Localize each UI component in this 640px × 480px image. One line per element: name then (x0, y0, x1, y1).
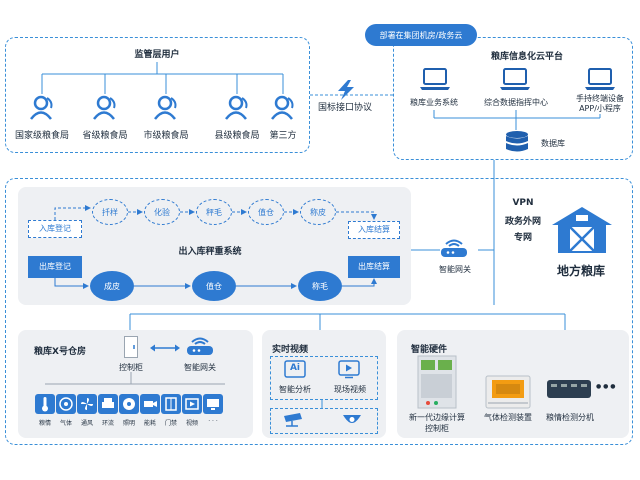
out-step-gross: 称毛 (298, 271, 342, 301)
edge-cabinet-image (417, 355, 457, 409)
warehouse-gateway-label: 智能网关 (184, 363, 216, 372)
hardware-label-edge: 新一代边缘计算 (409, 413, 465, 422)
sensor-label: 照明 (122, 420, 136, 427)
video-icon (185, 398, 199, 410)
camera-icon (144, 401, 157, 407)
fan-icon (81, 398, 93, 410)
sensor-label: 通风 (80, 420, 94, 427)
local-granary-panel (5, 178, 633, 445)
gas-detector-image (485, 375, 531, 409)
video-item-analysis: 智能分析 (279, 385, 311, 394)
barn-icon (552, 207, 612, 253)
disc-icon (123, 398, 135, 410)
bullet-camera-icon (284, 413, 302, 427)
cloud-platform-panel (393, 37, 633, 160)
smart-gateway-label: 智能网关 (439, 265, 471, 274)
in-step-sampling: 扦样 (92, 199, 128, 225)
hardware-label-edge-line2: 控制柜 (425, 424, 449, 433)
user-label-city: 市级粮食局 (143, 131, 189, 141)
granary-label: 地方粮库 (556, 264, 606, 278)
user-icon (30, 95, 53, 120)
sensor-label: 气体 (59, 420, 73, 427)
deploy-tag-label: 部署在集团机房/政务云 (379, 31, 463, 40)
camera-frame (270, 408, 378, 434)
out-step-tare: 成皮 (90, 271, 134, 301)
in-register-box: 入库登记 (28, 220, 82, 238)
regulator-panel (5, 37, 310, 153)
sensor-label: 环流 (101, 420, 115, 427)
warehouse-title: 粮库X号仓房 (34, 347, 86, 357)
laptop-icon (500, 68, 530, 90)
system-label-handheld-app: APP/小程序 (579, 104, 621, 113)
hardware-label-gas: 气体检测装置 (484, 413, 532, 422)
printer-icon (102, 398, 114, 408)
ai-icon: Ai (289, 363, 301, 373)
control-cabinet-icon (124, 336, 138, 358)
user-label-third-party: 第三方 (269, 131, 297, 141)
user-icon (225, 95, 248, 120)
gas-icon (59, 397, 73, 411)
user-label-national: 国家级粮食局 (14, 131, 70, 141)
weighing-title: 出入库秤重系统 (178, 247, 242, 257)
video-item-live: 现场视频 (334, 385, 366, 394)
laptop-icon (420, 68, 450, 90)
video-title: 实时视频 (272, 345, 309, 355)
out-settle-box: 出库结算 (348, 256, 400, 278)
system-label-handheld: 手持终端设备 (576, 94, 624, 103)
video-panel (262, 330, 386, 438)
protocol-label: 国标接口协议 (317, 103, 373, 113)
in-settle-label: 入库结算 (358, 225, 390, 234)
sensor-label: 能耗 (143, 420, 157, 427)
laptop-icon (585, 68, 615, 90)
hardware-title: 智能硬件 (411, 345, 448, 355)
in-step-tare: 称皮 (300, 199, 336, 225)
out-register-box: 出库登记 (28, 256, 82, 278)
user-icon (93, 95, 116, 120)
video-play-icon (338, 360, 360, 379)
in-step-gross: 秤毛 (196, 199, 232, 225)
user-icon (154, 95, 177, 120)
ai-icon-frame (284, 360, 306, 378)
regulator-title: 监管层用户 (134, 50, 180, 60)
router-icon (441, 239, 467, 257)
user-icon (271, 95, 294, 120)
thermometer-icon (42, 397, 48, 412)
ventilation-icon (77, 394, 97, 414)
database-label: 数据库 (541, 139, 565, 148)
out-settle-label: 出库结算 (358, 262, 390, 271)
in-step-test: 化验 (144, 199, 180, 225)
user-label-county: 县级粮食局 (214, 131, 260, 141)
system-label-command: 综合数据指挥中心 (484, 98, 548, 107)
user-label-province: 省级粮食局 (82, 131, 128, 141)
grain-detector-image (547, 380, 591, 398)
cloud-platform-title: 粮库信息化云平台 (490, 52, 564, 62)
video-items-frame (270, 356, 378, 400)
sensor-label: 粮情 (38, 420, 52, 427)
sensor-label: 视频 (185, 420, 199, 427)
lightning-icon (338, 80, 354, 100)
door-icon (165, 397, 177, 411)
hardware-more-dots: ● ● ● (596, 383, 616, 390)
in-settle-box: 入库结算 (348, 221, 400, 239)
database-icon (506, 131, 528, 152)
cabinet-label: 控制柜 (119, 363, 143, 372)
double-arrow-icon (150, 344, 180, 352)
in-step-warehouse: 值仓 (248, 199, 284, 225)
router-icon (187, 337, 213, 355)
in-register-label: 入库登记 (39, 224, 71, 233)
deploy-tag (365, 24, 477, 46)
network-label-private: 专网 (513, 233, 533, 243)
out-step-warehouse: 值仓 (192, 271, 236, 301)
monitor-icon (207, 399, 219, 410)
network-label-vpn: VPN (512, 198, 534, 208)
network-label-gov: 政务外网 (504, 217, 542, 227)
out-register-label: 出库登记 (39, 262, 71, 271)
sensor-label: · · · (208, 418, 218, 425)
sensor-label: 门禁 (164, 420, 178, 427)
system-label-business: 粮库业务系统 (410, 98, 458, 107)
dome-camera-icon (343, 415, 361, 423)
hardware-label-grain: 粮情检测分机 (546, 413, 594, 422)
